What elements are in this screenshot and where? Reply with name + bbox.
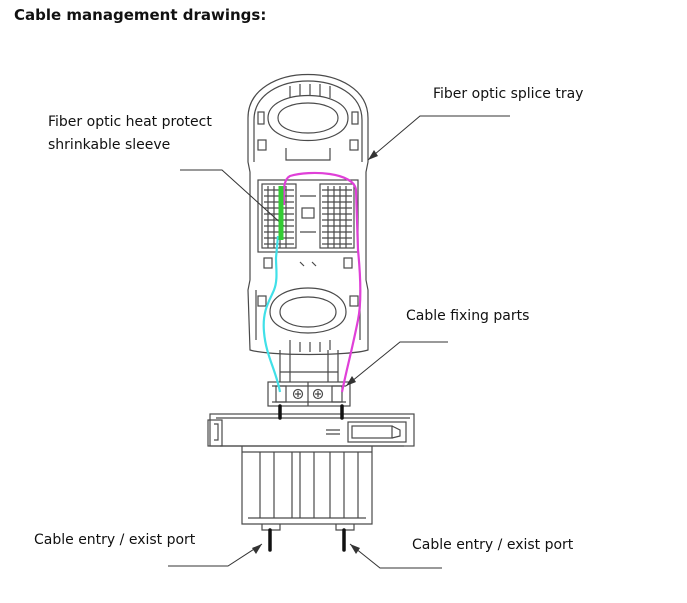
label-entry-port-left: Cable entry / exist port	[34, 532, 196, 548]
label-entry-port-right: Cable entry / exist port	[412, 537, 574, 553]
bottom-routing-ring	[257, 287, 359, 352]
top-routing-ring	[257, 84, 359, 161]
page-title: Cable management drawings:	[14, 6, 267, 24]
leader-lines	[168, 115, 510, 569]
leader-arrowheads	[252, 150, 378, 554]
cable-fixing-parts	[267, 381, 351, 407]
splice-tray-outline	[247, 73, 369, 356]
label-splice-tray: Fiber optic splice tray	[433, 86, 584, 102]
splice-holder-area	[257, 179, 359, 269]
base-flange	[207, 413, 415, 447]
label-heat-sleeve-line2: shrinkable sleeve	[48, 137, 171, 153]
cable-stubs	[268, 404, 346, 552]
tray-bracket	[279, 350, 339, 382]
base-body	[241, 446, 373, 531]
fiber-paths	[262, 171, 362, 393]
fiber-magenta	[282, 171, 362, 393]
fiber-cyan	[262, 235, 282, 393]
label-heat-sleeve-line1: Fiber optic heat protect	[48, 114, 212, 130]
label-cable-fixing-parts: Cable fixing parts	[406, 308, 530, 324]
